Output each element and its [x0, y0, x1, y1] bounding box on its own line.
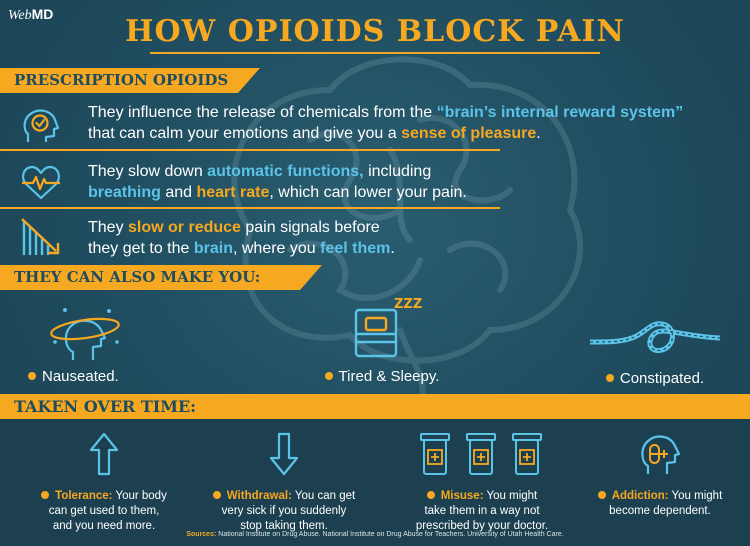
declining-bars-icon [21, 218, 60, 255]
arrow-down-icon [269, 432, 299, 476]
bed-sleep-icon: ZZZ [354, 297, 422, 358]
bullet-dot [605, 374, 614, 383]
divider [0, 207, 500, 209]
effect-description: Withdrawal: You can get very sick if you… [200, 489, 368, 534]
effect-label: Tired & Sleepy. [338, 368, 440, 385]
long-term-effect-misuse: Misuse: You might take them in a way not… [396, 432, 568, 534]
effect-description: Addiction: You might become dependent. [580, 489, 740, 519]
page-title: HOW OPIOIDS BLOCK PAIN [125, 14, 625, 49]
webmd-logo: WebMD [8, 6, 54, 23]
effect-label: Constipated. [619, 370, 705, 387]
opioid-effect-text: They slow down automatic functions, incl… [88, 163, 467, 201]
bullet-dot [212, 490, 221, 499]
head-check-icon [23, 109, 60, 142]
opioid-effect-text: They influence the release of chemicals … [88, 104, 684, 142]
arrow-up-icon [89, 432, 119, 476]
long-term-effect-tolerance: Tolerance: Your body can get used to the… [20, 432, 188, 534]
section-banner-taken-over-time: TAKEN OVER TIME: [0, 394, 750, 419]
long-term-effect-addiction: Addiction: You might become dependent. [580, 432, 740, 519]
heartbeat-icon [22, 165, 60, 200]
side-effect-nauseated: Nauseated. [20, 302, 150, 385]
section-banner-side-effects: THEY CAN ALSO MAKE YOU: [0, 265, 322, 290]
bullet-dot [324, 372, 333, 381]
bottom-panel [0, 419, 750, 546]
bullet-dot [597, 490, 606, 499]
sources-footnote: Sources: National Institute on Drug Abus… [186, 531, 564, 538]
brain-background-icon [231, 56, 583, 408]
title-underline [150, 52, 600, 54]
side-effect-tired: ZZZ Tired & Sleepy. [312, 294, 452, 385]
long-term-effect-withdrawal: Withdrawal: You can get very sick if you… [200, 432, 368, 534]
bullet-dot [41, 490, 50, 499]
zzz-text: ZZZ [394, 297, 422, 312]
pill-bottles-icon [420, 433, 542, 475]
divider [0, 149, 500, 151]
head-pill-icon [641, 435, 681, 474]
rope-knot-icon [590, 321, 720, 353]
bullet-dot [28, 372, 36, 381]
bullet-dot [426, 490, 435, 499]
section-banner-prescription-opioids: PRESCRIPTION OPIOIDS [0, 68, 260, 93]
effect-label: Nauseated. [42, 368, 119, 385]
dizzy-head-icon [50, 308, 120, 360]
opioid-effect-text: They slow or reduce pain signals before … [88, 219, 395, 257]
effect-description: Misuse: You might take them in a way not… [415, 490, 549, 532]
side-effect-constipated: Constipated. [585, 318, 725, 387]
effect-description: Tolerance: Your body can get used to the… [20, 489, 188, 534]
